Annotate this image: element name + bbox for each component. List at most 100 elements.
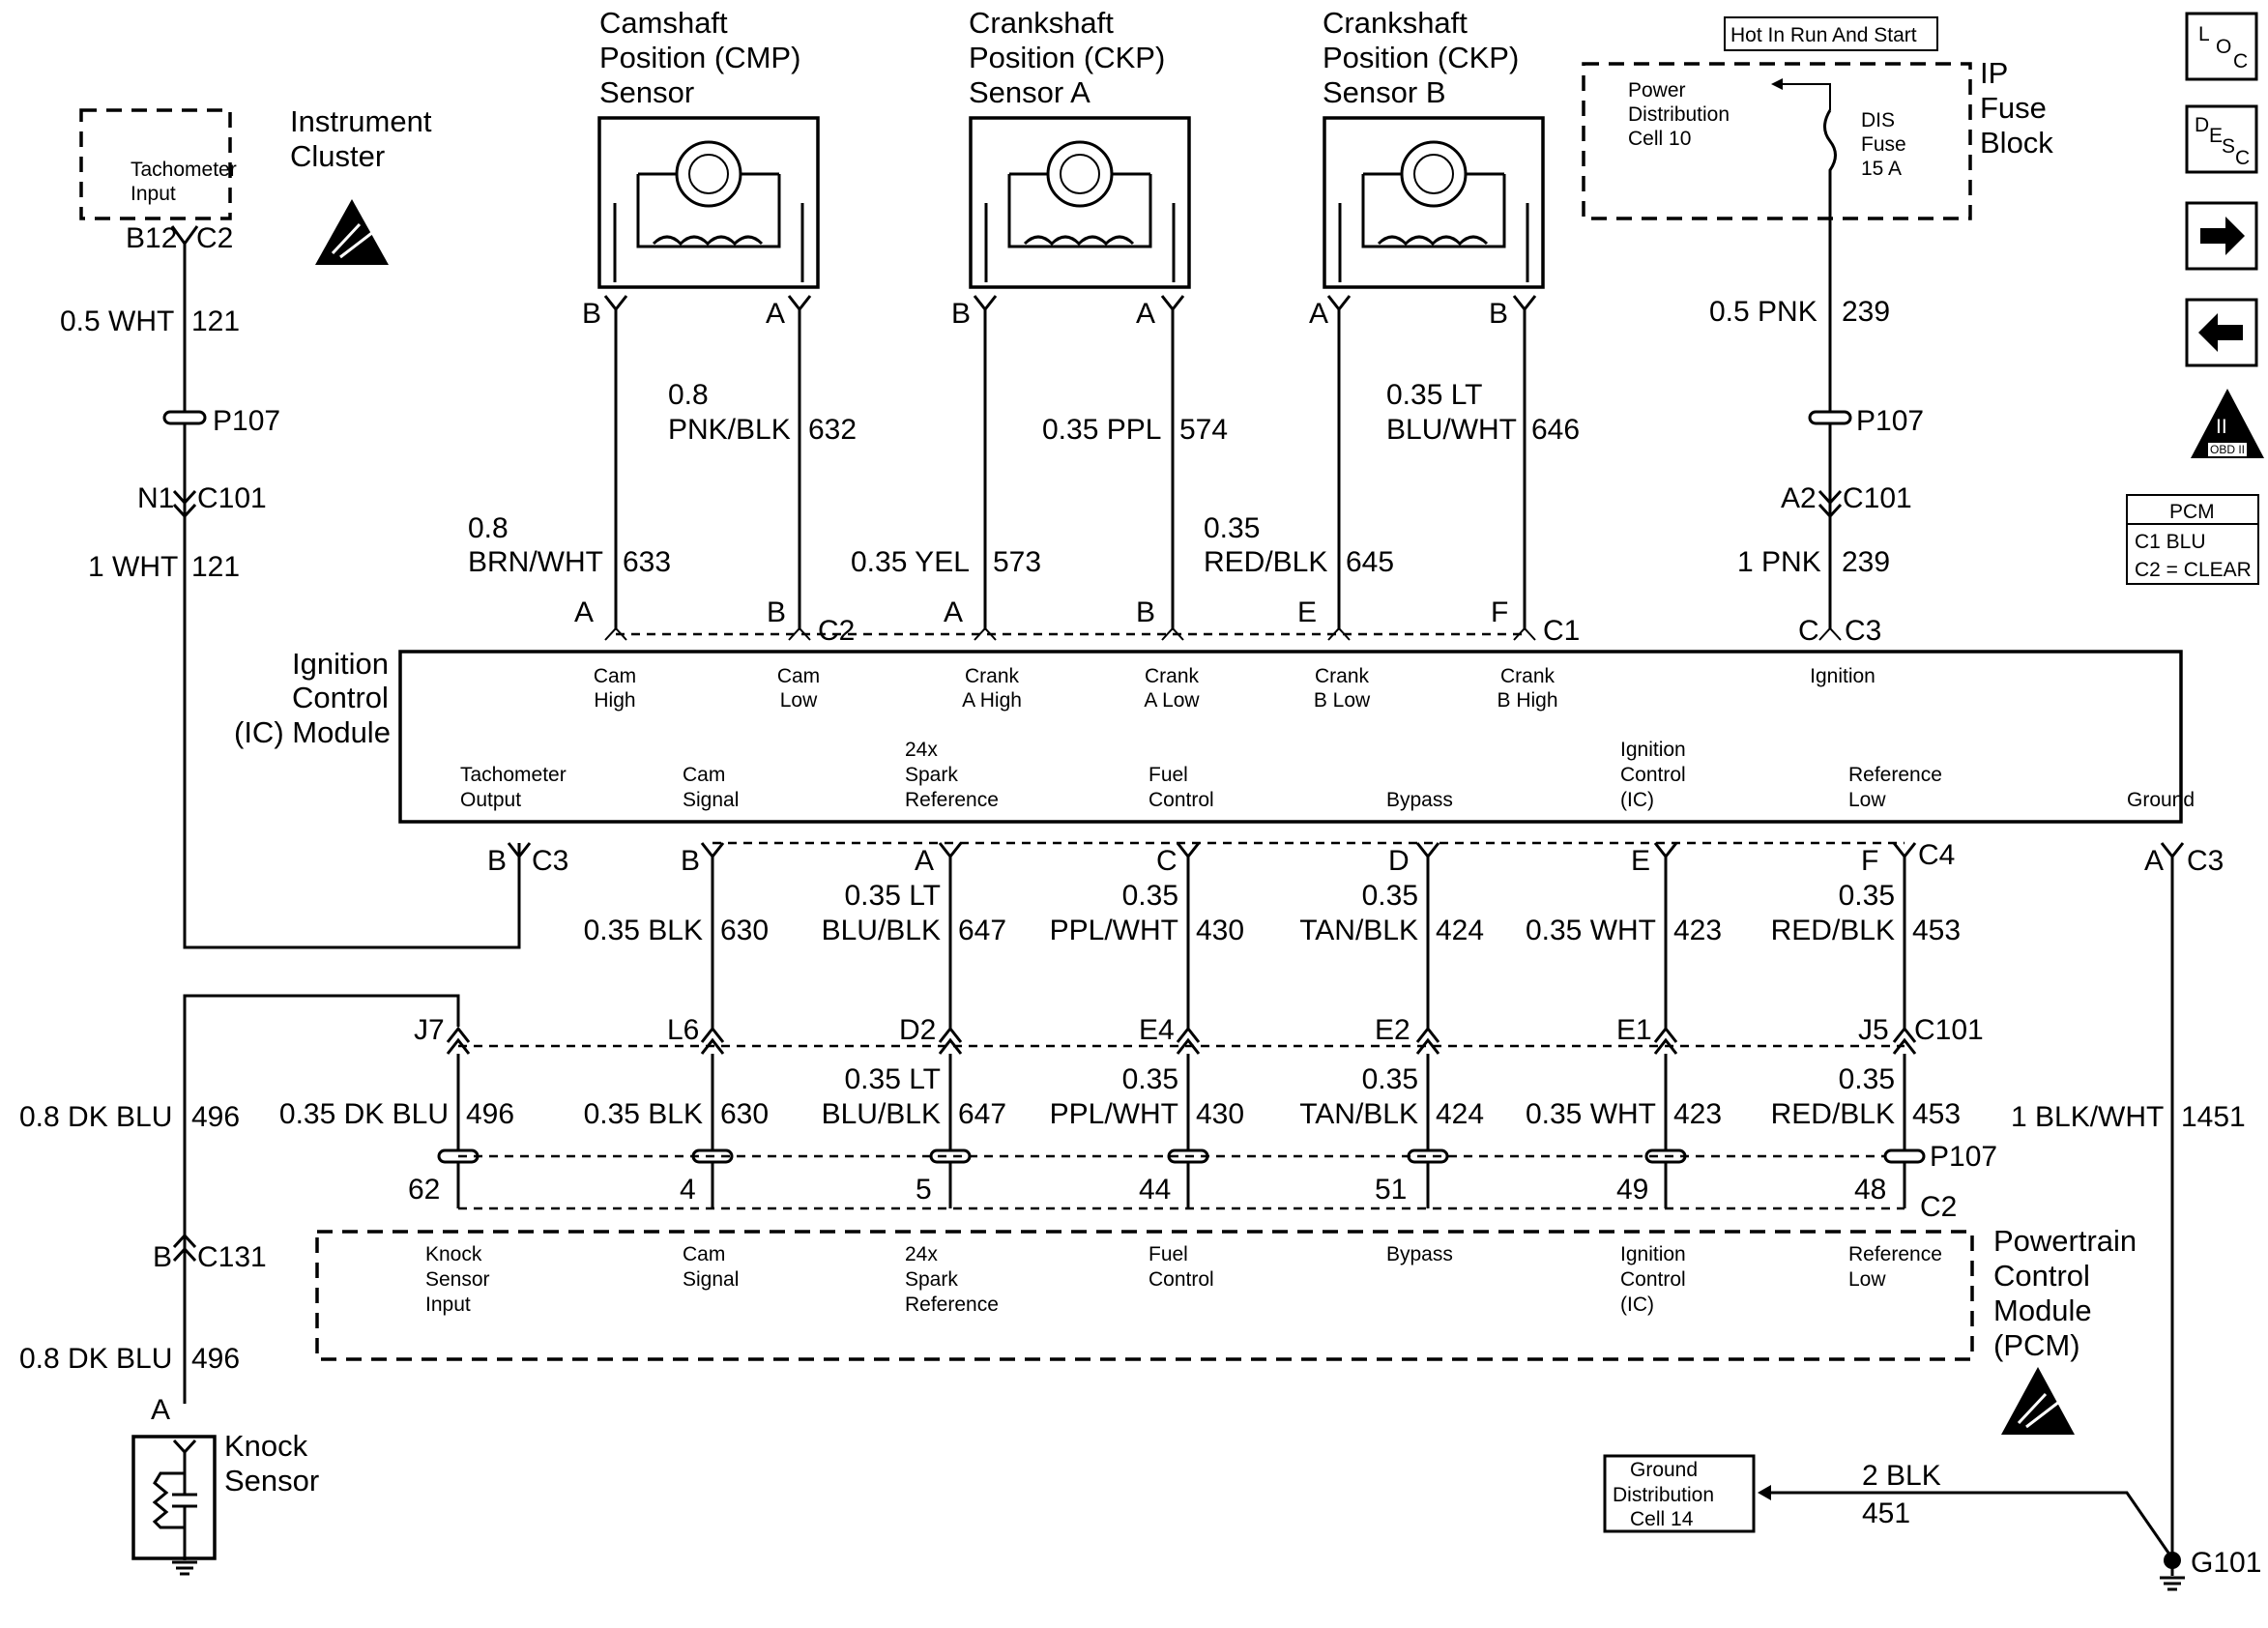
pcm-label: Sensor [425,1268,490,1291]
ic-top-label: B High [1497,689,1557,712]
svg-text:C101: C101 [197,482,267,514]
wire-gauge: RED/BLK [1771,1098,1895,1130]
pcm-labels: KnockSensorInputCamSignal24xSparkReferen… [425,1243,1942,1316]
pcm-label: Reference [1848,1243,1942,1265]
svg-text:C131: C131 [197,1241,267,1273]
svg-text:E: E [1631,845,1650,877]
svg-text:0.35 LT: 0.35 LT [1386,379,1483,411]
desc-icon[interactable]: D E S C [2185,104,2258,174]
ic-module-title: Ignition [292,647,389,681]
svg-text:0.35 PPL: 0.35 PPL [1042,414,1161,446]
wire-circuit: 630 [720,1098,769,1130]
svg-text:0.35 YEL: 0.35 YEL [851,546,970,578]
wire-gauge: 0.35 LT [844,880,941,912]
svg-text:Position (CMP): Position (CMP) [599,41,800,74]
ic-wire [1653,842,1678,1029]
obd-ii-icon[interactable]: II OBD II [2191,389,2264,458]
wire-gauge: 0.35 BLK [584,1098,703,1130]
ic-top-label: Low [780,689,818,712]
ic-bottom-label: Tachometer [460,764,567,786]
pcm-wire [700,1026,725,1208]
svg-text:RED/BLK: RED/BLK [1204,546,1327,578]
wire-gauge: 0.35 DK BLU [279,1098,449,1130]
svg-text:Position (CKP): Position (CKP) [1323,41,1519,74]
svg-text:Ground: Ground [1630,1459,1698,1481]
splice-p107 [929,1148,972,1164]
svg-text:A: A [574,596,594,628]
svg-text:0.8: 0.8 [468,512,509,544]
pcm-label: 24x [905,1243,938,1265]
wire-circuit: 424 [1436,1098,1484,1130]
svg-text:5: 5 [916,1174,932,1206]
pcm-label: Fuel [1149,1243,1188,1265]
arrow-left-icon[interactable] [2185,298,2258,367]
svg-text:1 WHT: 1 WHT [88,551,178,583]
wire-gauge: PPL/WHT [1050,915,1178,946]
dis-fuse-icon [1823,109,1837,414]
svg-text:Cell 10: Cell 10 [1628,128,1691,150]
svg-text:II: II [2216,416,2227,438]
ic-bottom-label: Control [1620,764,1686,786]
svg-text:645: 645 [1346,546,1394,578]
ic-top-label: Ignition [1810,665,1875,687]
loc-icon[interactable]: L O C [2185,12,2258,81]
svg-text:B: B [153,1241,172,1273]
svg-text:632: 632 [808,414,857,446]
svg-text:Distribution: Distribution [1628,103,1730,126]
ic-bottom-labels: TachometerOutputCamSignal24xSparkReferen… [460,739,2195,811]
wire-gauge: 0.35 [1839,1063,1895,1095]
ic-bottom-label: Output [460,789,521,811]
svg-text:(IC) Module: (IC) Module [234,715,391,749]
pcm-title: Powertrain [1993,1224,2137,1258]
svg-text:C: C [1798,615,1819,647]
ground-wire-1451 [507,842,2185,1558]
pcm-label: Knock [425,1243,482,1265]
arrow-right-icon[interactable] [2185,201,2258,271]
instrument-cluster-title: Instrument [290,104,432,138]
svg-text:A: A [2144,845,2164,877]
svg-text:B: B [681,845,700,877]
svg-text:Crankshaft: Crankshaft [969,6,1114,40]
svg-text:C: C [2235,147,2250,169]
svg-text:L: L [2198,23,2210,45]
svg-text:Sensor B: Sensor B [1323,75,1446,109]
wire-circuit: 423 [1673,915,1722,946]
svg-text:C3: C3 [1845,615,1881,647]
svg-text:1 BLK/WHT: 1 BLK/WHT [2011,1101,2164,1133]
wire-gauge: BLU/BLK [822,1098,941,1130]
svg-text:E4: E4 [1139,1014,1175,1046]
svg-text:B: B [487,845,507,877]
wire-gauge: 0.35 [1839,880,1895,912]
ic-top-label: A Low [1144,689,1200,712]
ic-bottom-label: Control [1149,789,1214,811]
svg-text:496: 496 [191,1343,240,1375]
svg-text:Crankshaft: Crankshaft [1323,6,1468,40]
svg-text:A: A [766,298,785,330]
svg-text:D: D [2195,114,2209,136]
wire-circuit: 424 [1436,915,1484,946]
svg-text:C2: C2 [1920,1191,1957,1223]
pcm-box [315,1230,1974,1361]
wire-circuit: 423 [1673,1098,1722,1130]
svg-text:633: 633 [623,546,671,578]
wire-gauge: TAN/BLK [1299,915,1418,946]
svg-text:C101: C101 [1914,1014,1984,1046]
svg-text:E: E [1297,596,1317,628]
svg-text:121: 121 [191,551,240,583]
ip-fuse-block-box [1582,62,1972,220]
svg-text:Input: Input [131,183,176,205]
ground-g101-icon [2164,1552,2181,1569]
ic-wire [700,842,725,1029]
svg-text:C: C [2233,50,2248,73]
svg-text:49: 49 [1616,1174,1648,1206]
svg-text:F: F [1861,845,1878,877]
svg-text:573: 573 [993,546,1041,578]
svg-text:C3: C3 [2187,845,2224,877]
esd-warning-icon [315,199,389,265]
svg-text:Control: Control [292,681,389,714]
svg-text:0.8 DK BLU: 0.8 DK BLU [19,1101,172,1133]
